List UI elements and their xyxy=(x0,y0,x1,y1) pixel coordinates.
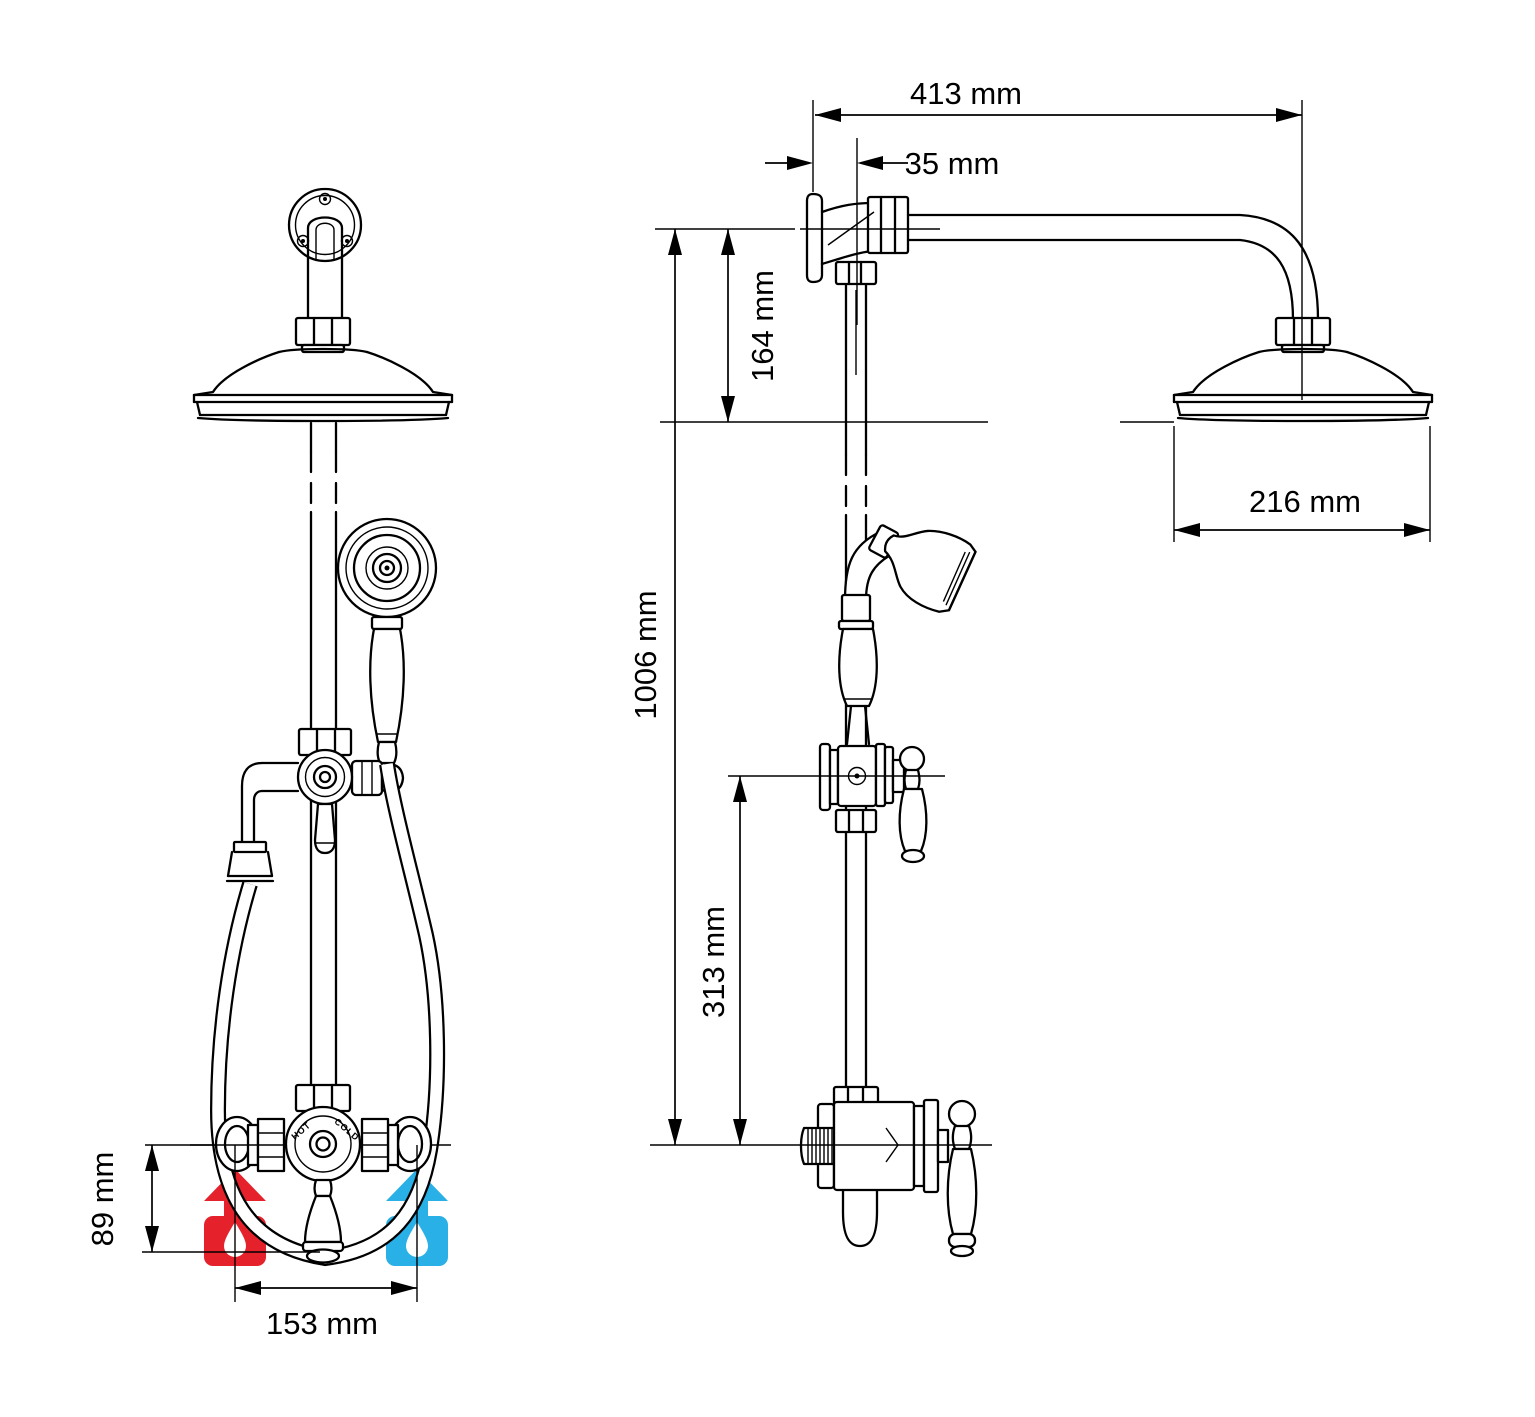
front-view: HOT COLD xyxy=(190,187,458,1267)
dim-label-overall-height: 1006 mm xyxy=(628,590,663,719)
dim-label-head-diameter: 216 mm xyxy=(1249,484,1361,519)
riser-pipe-front xyxy=(306,257,344,1088)
hand-shower-side xyxy=(837,524,977,708)
dim-label-wall-to-riser: 35 mm xyxy=(905,146,1000,181)
dim-label-arm-reach: 413 mm xyxy=(910,76,1022,111)
diverter-side xyxy=(818,704,928,864)
wall-rose xyxy=(287,187,363,263)
thermostatic-valve-side xyxy=(728,228,992,1258)
diverter-nut xyxy=(297,727,353,757)
dim-label-valve-to-diverter: 313 mm xyxy=(696,906,731,1018)
dim-wall-to-riser: 35 mm xyxy=(765,146,999,181)
diverter-lever-side xyxy=(898,745,928,864)
dim-arm-to-head-drop: 164 mm xyxy=(721,229,780,422)
dim-inlet-spacing: 153 mm xyxy=(235,1281,417,1341)
dim-label-inlet-spacing: 153 mm xyxy=(266,1306,378,1341)
hand-shower-head-side xyxy=(868,524,977,613)
rose-screw xyxy=(296,192,354,248)
hand-shower-front xyxy=(336,517,438,765)
dim-overall-height: 1006 mm xyxy=(628,229,682,1145)
wall-elbow-arm xyxy=(805,192,1320,322)
dim-arm-reach: 413 mm xyxy=(815,76,1302,122)
dim-label-inlet-drop: 89 mm xyxy=(85,1152,120,1247)
dim-inlet-drop: 89 mm xyxy=(85,1145,159,1252)
cone-outlet xyxy=(225,840,275,883)
valve-lever-front xyxy=(301,1178,345,1264)
valve-knurl xyxy=(799,1126,840,1166)
dim-label-arm-to-head-drop: 164 mm xyxy=(745,270,780,382)
diverter-front xyxy=(225,727,405,883)
rain-head-front xyxy=(192,316,454,423)
valve-lever-side xyxy=(946,1099,978,1258)
diverter-knob xyxy=(313,802,337,855)
side-view xyxy=(728,192,1434,1258)
rain-head-side xyxy=(1172,316,1434,423)
shower-hose xyxy=(209,762,446,1267)
dim-valve-to-diverter: 313 mm xyxy=(696,776,747,1145)
hose-loop-side xyxy=(841,1183,879,1248)
dimension-annotations: 413 mm 35 mm 164 mm 1006 mm 313 mm xyxy=(85,76,1431,1341)
dim-head-diameter: 216 mm xyxy=(1174,484,1430,537)
